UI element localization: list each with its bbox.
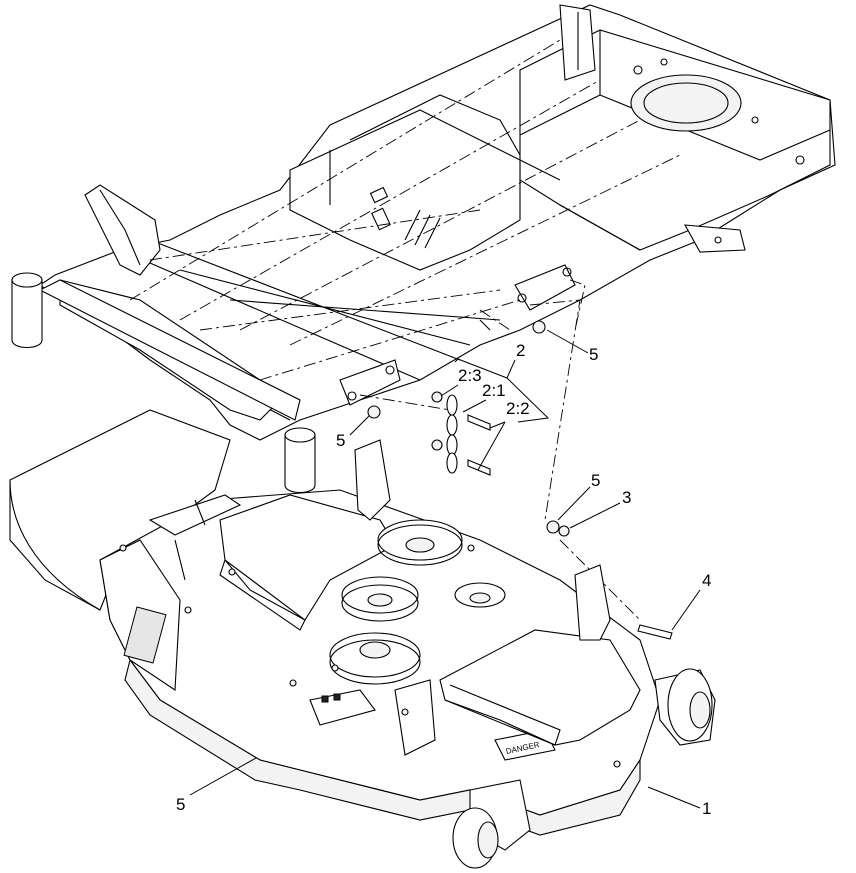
callout-3: 3 <box>622 488 631 507</box>
mower-deck: DANGER <box>9 409 716 869</box>
callout-2: 2 <box>516 341 525 360</box>
callouts: 1 2 2:3 2:1 2:2 3 4 5 5 5 5 <box>176 329 711 818</box>
callout-2-2: 2:2 <box>506 399 530 418</box>
pulleys <box>329 519 506 685</box>
callout-5-upper-right: 5 <box>589 345 598 364</box>
tractor-frame <box>11 4 836 621</box>
callout-5-mid: 5 <box>591 471 600 490</box>
callout-2-1: 2:1 <box>482 381 506 400</box>
callout-1: 1 <box>702 799 711 818</box>
callout-4: 4 <box>702 571 711 590</box>
callout-5-left: 5 <box>336 431 345 450</box>
lift-chain-assembly <box>431 319 491 476</box>
callout-2-3: 2:3 <box>458 366 482 385</box>
callout-5-bottom: 5 <box>176 795 185 814</box>
